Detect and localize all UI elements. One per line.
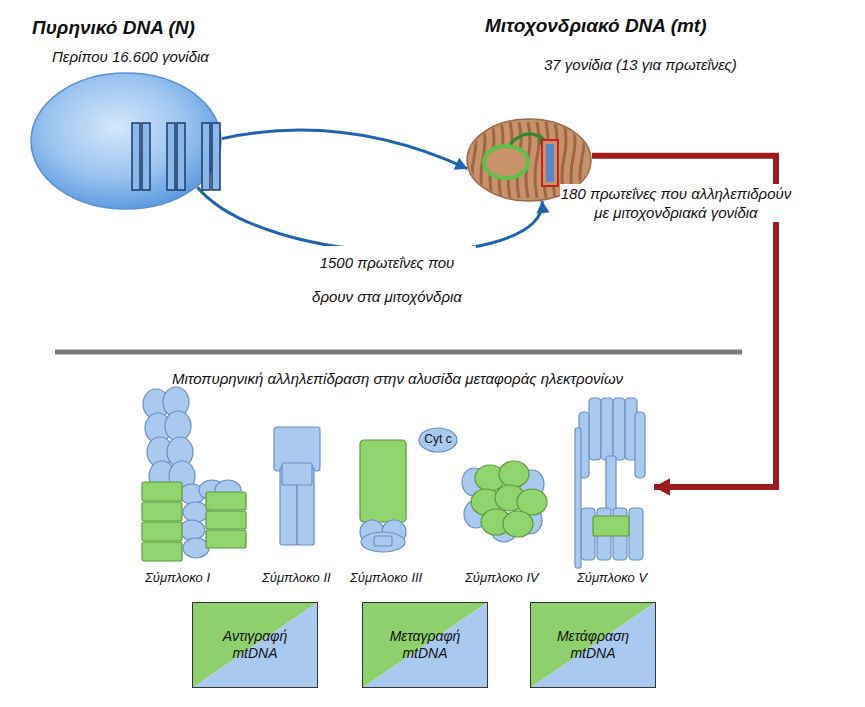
process-box: Αντιγραφή mtDNA xyxy=(192,602,318,688)
complex-i: Σύμπλοκο I xyxy=(140,390,248,562)
connector-line xyxy=(197,187,542,252)
complex-v-shape xyxy=(575,398,650,570)
arrowhead xyxy=(536,201,549,213)
heading: Μιτοχονδριακό DNA (mt) xyxy=(485,15,707,38)
connector-arrow xyxy=(197,187,549,252)
subheading: 37 γονίδια (13 για πρωτεΐνες) xyxy=(544,56,737,74)
section-heading: Μιτοπυρηνική αλληλεπίδραση στην αλυσίδα … xyxy=(172,370,623,387)
complex-iii-shape xyxy=(358,440,408,552)
heading: Πυρηνικό DNA (N) xyxy=(32,17,195,40)
node-label: Μετάφραση mtDNA xyxy=(530,628,656,662)
complex-ii: Σύμπλοκο II xyxy=(272,427,322,547)
node-label: Σύμπλοκο IV xyxy=(465,570,539,586)
process-box: Μετάφραση mtDNA xyxy=(530,602,656,688)
node-label: Σύμπλοκο V xyxy=(577,570,647,586)
node-label: Μεταγραφή mtDNA xyxy=(362,628,488,662)
edge-label: 180 πρωτεΐνες που αλληλεπιδρούν με μιτοχ… xyxy=(560,184,792,222)
complex-ii-shape xyxy=(272,427,322,547)
nucleus: Πυρηνικό DNA (N)Περίπου 16.600 γονίδια xyxy=(30,72,222,210)
edge-label: 1500 πρωτεΐνες που δρουν στα μιτοχόνδρια xyxy=(298,246,476,314)
complex-iii: Σύμπλοκο III xyxy=(358,440,408,552)
complex-i-shape xyxy=(140,390,248,562)
complex-v: Σύμπλοκο V xyxy=(575,398,650,570)
separator-line xyxy=(55,350,742,355)
connector-line xyxy=(222,130,467,169)
node-label: Σύμπλοκο III xyxy=(350,570,422,586)
complex-iv-shape xyxy=(460,462,548,544)
nucleus-shape xyxy=(30,72,222,210)
connector-arrow xyxy=(222,130,467,170)
subheading: Περίπου 16.600 γονίδια xyxy=(52,48,209,66)
arrowhead xyxy=(454,158,468,170)
node-label: Αντιγραφή mtDNA xyxy=(192,628,318,662)
process-box: Μεταγραφή mtDNA xyxy=(362,602,488,688)
node-label: Cyt c xyxy=(418,432,458,446)
arrowhead xyxy=(654,478,670,496)
complex-iv: Σύμπλοκο IV xyxy=(460,462,548,544)
node-label: Σύμπλοκο I xyxy=(145,570,210,586)
node-label: Σύμπλοκο II xyxy=(262,570,331,586)
cytochrome-c: Cyt c xyxy=(418,427,458,453)
